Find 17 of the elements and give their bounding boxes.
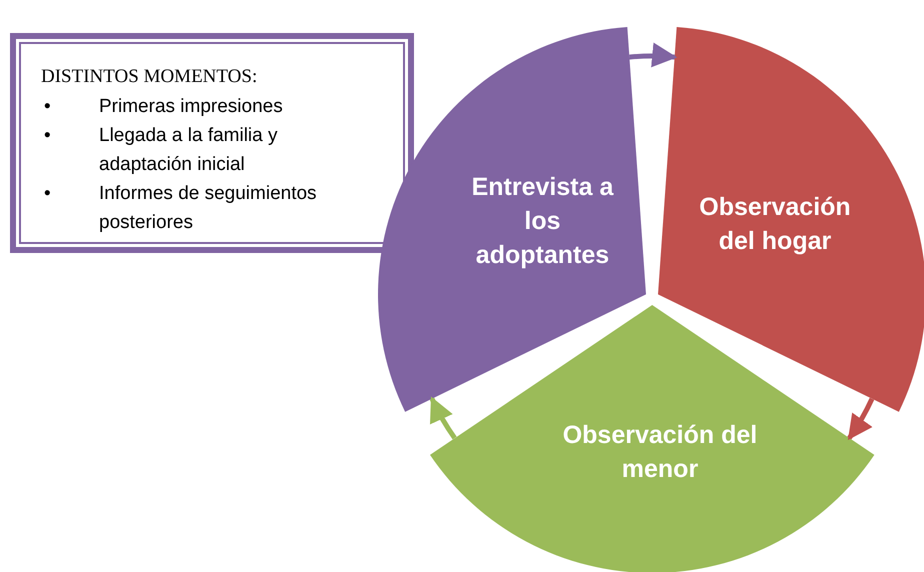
bullet-mark: • bbox=[44, 95, 51, 119]
cycle-segment bbox=[430, 305, 874, 572]
bullet-item: Llegada a la familia y adaptación inicial bbox=[99, 125, 278, 175]
segment-label: Observación del menor bbox=[562, 420, 758, 485]
box-heading: DISTINTOS MOMENTOS: bbox=[41, 66, 258, 88]
note-box bbox=[10, 33, 414, 253]
cycle-arrow bbox=[430, 396, 457, 440]
cycle-segment bbox=[658, 27, 924, 412]
bullet-item: Primeras impresiones bbox=[99, 96, 283, 117]
cycle-segment bbox=[378, 27, 646, 412]
cycle-arrow bbox=[629, 43, 678, 68]
bullet-mark: • bbox=[44, 124, 51, 148]
segment-label: Observación del hogar bbox=[698, 192, 852, 257]
cycle-arrow bbox=[847, 398, 874, 440]
bullet-mark: • bbox=[44, 182, 51, 206]
segment-label: Entrevista a los adoptantes bbox=[470, 172, 614, 271]
bullet-item: Informes de seguimientos posteriores bbox=[99, 183, 317, 233]
